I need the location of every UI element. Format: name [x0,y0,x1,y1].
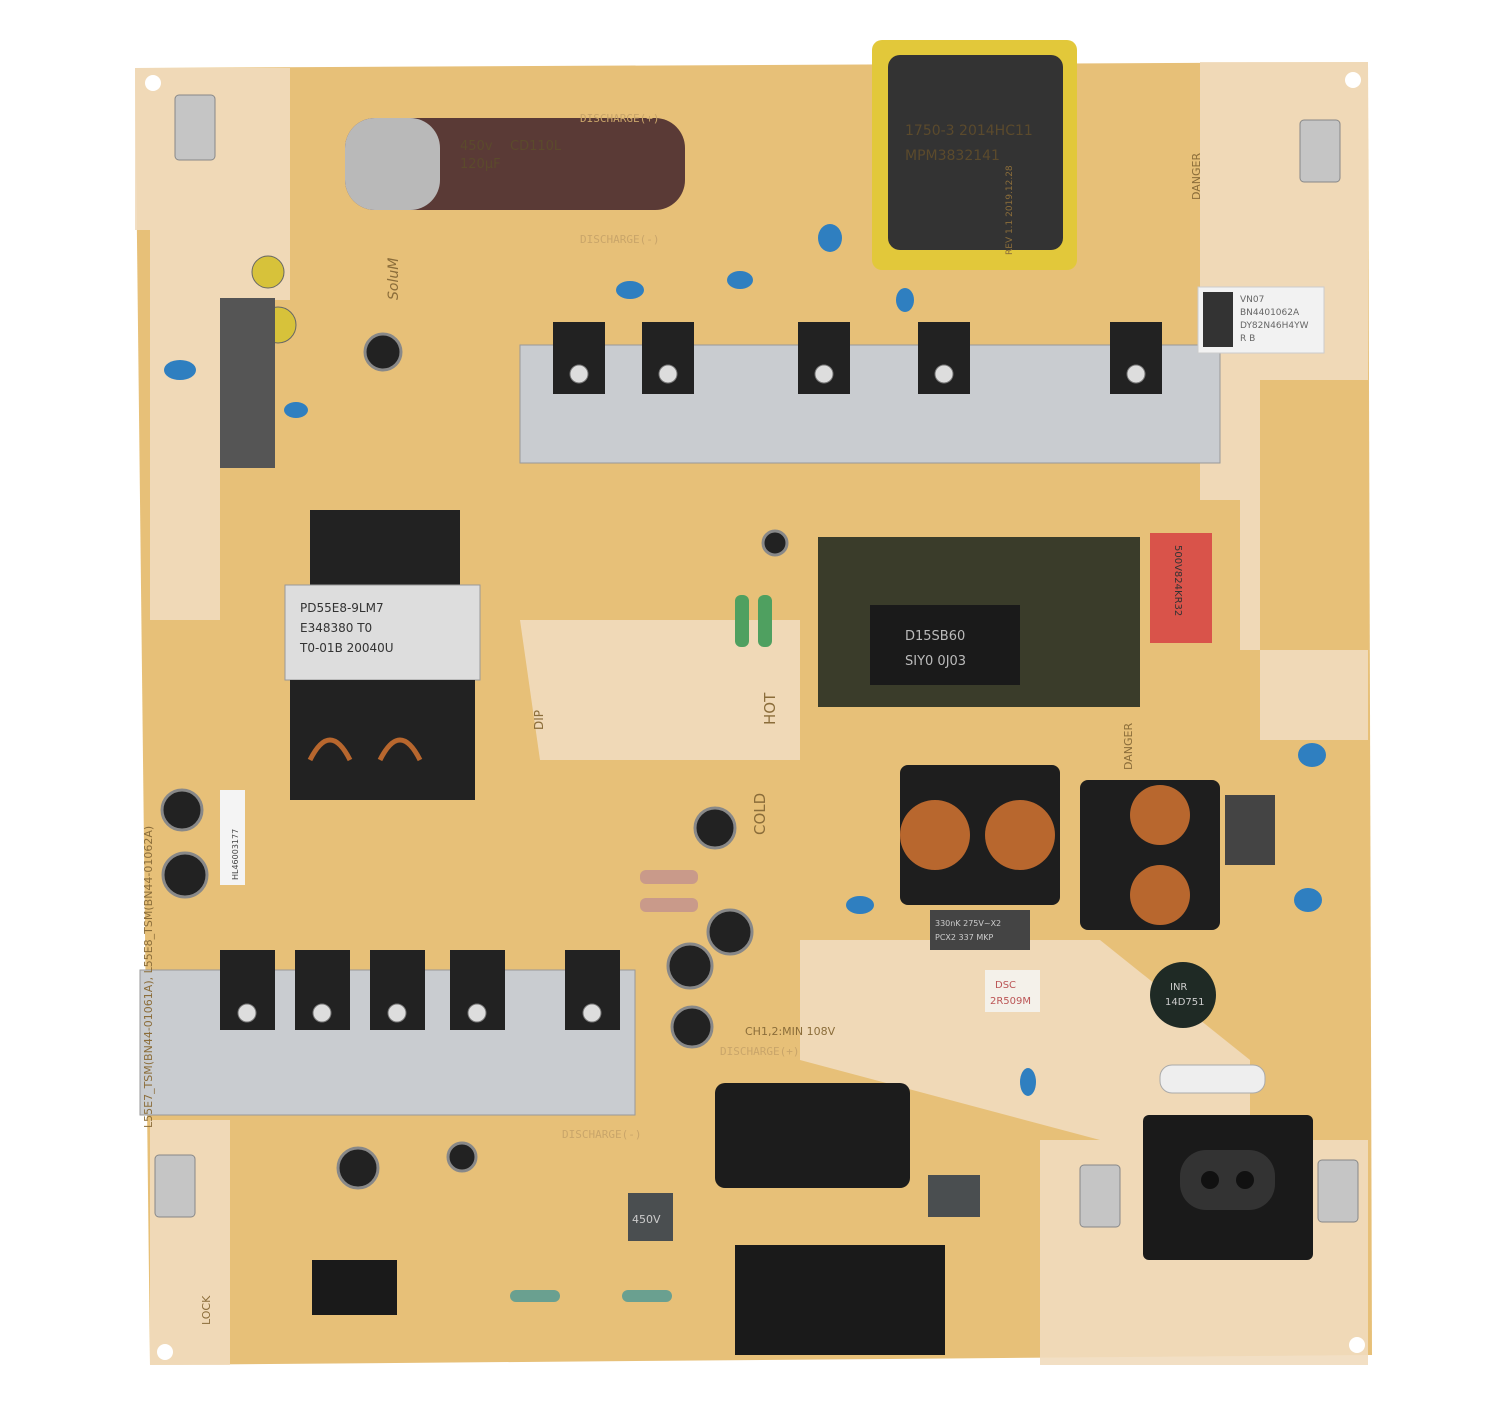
silk-dip: DIP [532,710,546,730]
varistor-label: INR [1170,982,1187,993]
resistors [510,595,772,1302]
small-cap-label: 450V [632,1213,661,1226]
red-capacitor [1150,533,1212,643]
primary-heatsink [519,344,1221,464]
transformer-label: T0-01B 20040U [299,641,394,655]
cement-resistor [985,970,1040,1012]
capacitor-voltage: 450v [460,139,493,154]
transformer-label: PD55E8-9LM7 [300,601,384,615]
relay [715,1083,910,1188]
silk-danger: DANGER [1190,152,1203,200]
bridge-label: SIY0 0J03 [905,654,966,669]
x-capacitor [930,910,1030,950]
bottom-rectifiers [220,950,620,1030]
silk-discharge-neg-2: DISCHARGE(-) [562,1128,641,1141]
lug-terminals [154,94,1359,1228]
resistor-label: 2R509M [990,996,1031,1007]
transformer-label: E348380 T0 [300,621,372,635]
capacitor-series: CD110L [510,139,562,154]
small-film-cap [628,1193,673,1241]
silk-discharge-pos-2: DISCHARGE(+) [720,1045,799,1058]
silk-hot: HOT [761,692,779,725]
fuse [1159,1064,1266,1094]
mounting-holes [145,72,1365,1360]
inductor-code: MPM3832141 [905,148,1000,164]
led-connector [735,1245,945,1355]
sticker-line: BN4401062A [1240,308,1300,318]
silk-rev: REV 1.1 2019.12.28 [1005,165,1015,255]
x-cap-label: PCX2 337 MKP [935,933,993,942]
silk-ch-min: CH1,2:MIN 108V [745,1025,836,1038]
x-capacitor-2 [1225,795,1275,865]
bridge-label: D15SB60 [905,629,965,644]
silk-cold: COLD [751,793,769,835]
y-capacitors [164,224,1326,1096]
small-film-cap-2 [928,1175,980,1217]
main-board-connector [312,1260,397,1315]
electrolytic-capacitors [160,332,789,1190]
red-cap-label: 500V824KR32 [1172,545,1183,616]
silk-discharge-pos: DISCHARGE(+) [580,112,659,125]
capacitor-capacitance: 120µF [460,157,501,172]
silk-brand: SoluM [386,258,402,300]
sticker-line: VN07 [1240,295,1264,305]
silk-model: L55E7_TSM(BN44-01061A), L55E8_TSM(BN44-0… [142,826,155,1128]
bulk-capacitor [345,118,685,210]
silk-danger-2: DANGER [1122,722,1135,770]
film-capacitor [220,298,275,468]
barcode-label [220,790,245,885]
varistor [1150,962,1216,1028]
x-cap-label: 330nK 275V~X2 [935,919,1001,928]
barcode-text: HL46003177 [231,829,240,880]
silk-discharge-neg: DISCHARGE(-) [580,233,659,246]
sticker-line: R B [1240,334,1255,344]
silk-lock: LOCK [200,1295,213,1325]
main-transformer [284,510,481,800]
varistor-label: 14D751 [1165,997,1205,1008]
inductor-label: 1750-3 2014HC11 [905,123,1033,139]
resistor-label: DSC [995,980,1016,991]
bridge-rectifier [870,605,1020,685]
sticker-line: DY82N46H4YW [1240,321,1309,331]
